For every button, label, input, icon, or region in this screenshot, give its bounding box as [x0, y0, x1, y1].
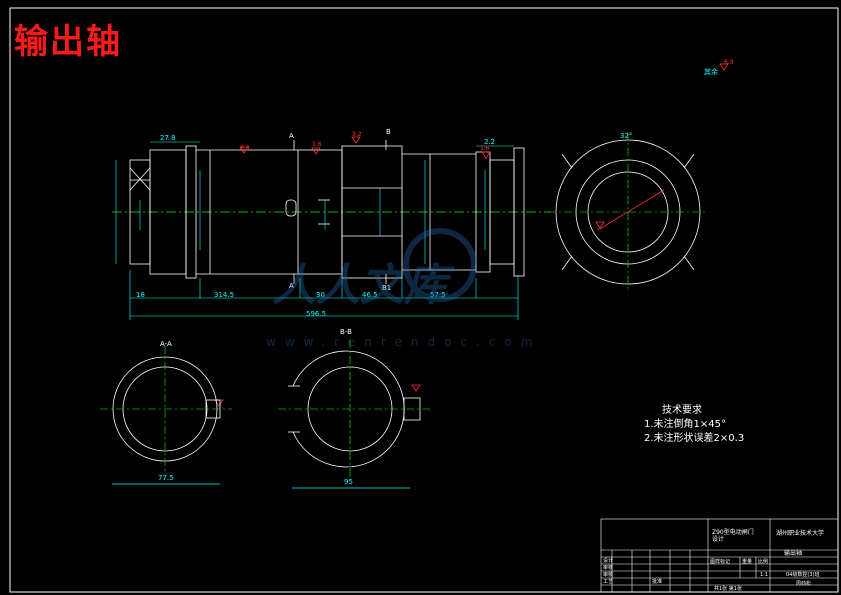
label-section-a-top: A: [289, 132, 294, 140]
dimension-lines: [115, 141, 519, 320]
watermark-url: www.renrendoc.com: [266, 335, 541, 349]
label-section-b-top: B: [386, 128, 391, 136]
shaft-front-view: [112, 145, 550, 279]
label-ra-5: 6.3: [724, 59, 734, 66]
label-dim-left: 18: [136, 291, 145, 299]
label-dim-46: 46.5: [362, 291, 378, 299]
tb-part-name: 输出轴: [784, 549, 802, 557]
tb-code: 周劲松: [796, 580, 811, 587]
title-block: [600, 518, 839, 593]
tech-req-item-2: 2.未注形状误差2×0.3: [644, 433, 745, 444]
tech-req-heading: 技术要求: [662, 405, 702, 416]
tb-school: 湖州职业技术大学: [776, 529, 824, 537]
tb-approve: 批准: [652, 578, 662, 585]
label-end-angle: 32°: [620, 132, 632, 140]
label-dim-57: 57.5: [430, 291, 446, 299]
tb-weight: 重量: [742, 558, 752, 565]
section-marks: [293, 140, 387, 284]
label-dim-22: 2.2: [484, 138, 495, 146]
tb-scale-label: 比例: [758, 558, 768, 565]
drawing-title: 输出轴: [14, 22, 122, 62]
tech-req-item-1: 1.未注倒角1×45°: [644, 419, 727, 430]
tb-stage-mark: 图样标记: [710, 558, 730, 565]
label-other-surface: 其余: [704, 67, 718, 76]
label-ra-1: 6.3: [240, 145, 250, 152]
section-a-a: [112, 356, 221, 485]
tb-scale: 1:1: [760, 572, 768, 578]
label-dim-aa: 77.5: [158, 474, 174, 482]
tb-row-process: 工艺: [603, 579, 613, 585]
label-dim-bb: 95: [344, 478, 353, 486]
tb-row-check: 审核: [603, 564, 613, 571]
end-view-leader: [597, 189, 665, 231]
tb-project-2: 设计: [712, 535, 724, 543]
drawing-labels: A A B B1 A-A B-B 596.5 314.5 18 30 46.5 …: [136, 59, 734, 486]
title-block-text: Z90型电动闸门 设计 湖州职业技术大学 输出轴 图样标记 重量 比例 1:1 …: [603, 528, 824, 592]
label-view-b-b: B-B: [340, 328, 352, 336]
label-dim-314: 314.5: [214, 291, 234, 299]
label-dim-30: 30: [316, 291, 325, 299]
tb-sheets: 共1张 第1张: [714, 585, 742, 592]
roughness-symbols: [214, 63, 729, 407]
label-section-b-bottom: B1: [382, 284, 391, 292]
sheet-border: [9, 7, 839, 593]
tb-row-design: 设计: [603, 557, 613, 564]
label-ra-2: 1.6: [312, 141, 322, 148]
label-dim-27: 27.8: [160, 134, 176, 142]
technical-requirements: 技术要求 1.未注倒角1×45° 2.未注形状误差2×0.3: [644, 404, 744, 446]
label-ra-4: 1.6: [480, 145, 490, 152]
tb-class: 04级数控(3)班: [786, 571, 819, 578]
watermark: 人人文库 www.renrendoc.com: [266, 228, 541, 349]
label-section-a-bottom: A: [289, 282, 294, 290]
tb-project: Z90型电动闸门: [712, 528, 754, 536]
label-ra-3: 3.2: [352, 131, 362, 138]
watermark-text: 人人文库: [272, 260, 455, 311]
section-b-b-centerlines: [278, 340, 430, 478]
tb-row-review: 审核: [603, 571, 613, 578]
section-b-b: [288, 350, 421, 489]
section-a-a-centerlines: [100, 346, 232, 472]
label-total-length: 596.5: [306, 310, 326, 318]
label-view-a-a: A-A: [160, 340, 172, 348]
